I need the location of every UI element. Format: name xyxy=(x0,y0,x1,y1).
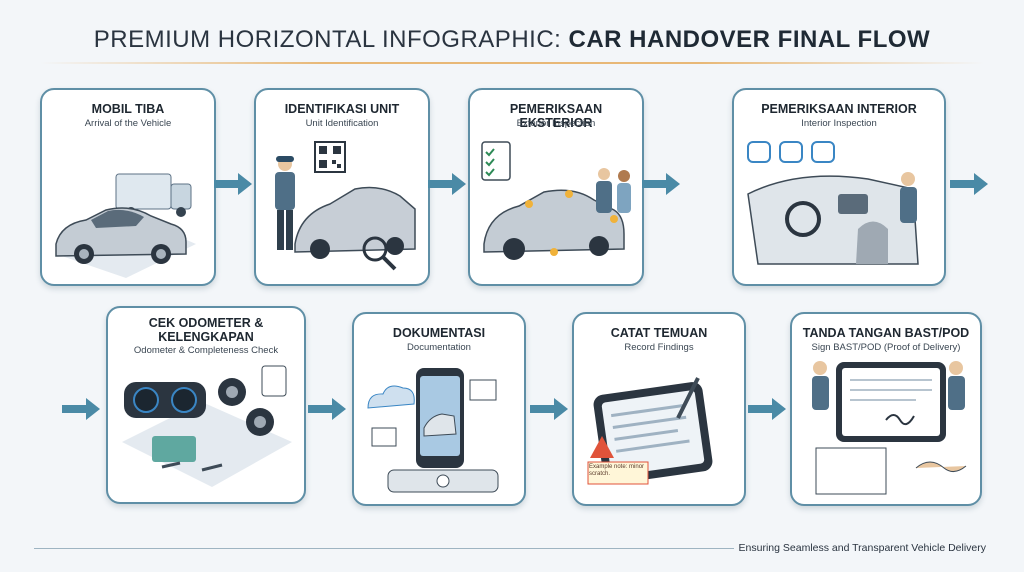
step-card-interior: PEMERIKSAAN INTERIOR Interior Inspection xyxy=(732,88,946,286)
interior-inspection-illustration xyxy=(747,141,919,265)
step-card-signature: TANDA TANGAN BAST/POD Sign BAST/POD (Pro… xyxy=(790,312,982,506)
step-title: MOBIL TIBA xyxy=(91,102,165,116)
exterior-inspection-illustration xyxy=(481,141,631,260)
step-subtitle: Exterior Inspection xyxy=(516,118,596,129)
step-subtitle: Sign BAST/POD (Proof of Delivery) xyxy=(811,342,961,353)
record-findings-illustration xyxy=(587,377,713,485)
step-card-arrival: MOBIL TIBA Arrival of the Vehicle xyxy=(40,88,216,286)
step-title: PEMERIKSAAN INTERIOR xyxy=(761,102,917,116)
bast-signature-illustration xyxy=(812,361,967,495)
step-subtitle: Interior Inspection xyxy=(801,118,877,129)
flow-arrow-icon xyxy=(748,398,786,420)
step-title: PEMERIKSAAN EKSTERIOR xyxy=(509,102,603,130)
step-card-odometer: CEK ODOMETER & KELENGKAPAN Odometer & Co… xyxy=(106,306,306,504)
flow-arrow-icon xyxy=(308,398,346,420)
footer-tagline: Ensuring Seamless and Transparent Vehicl… xyxy=(738,542,986,554)
step-subtitle: Unit Identification xyxy=(305,118,379,129)
step-subtitle: Arrival of the Vehicle xyxy=(84,118,172,129)
flow-arrow-icon xyxy=(428,173,466,195)
flow-arrow-icon xyxy=(62,398,100,420)
flow-arrow-icon xyxy=(530,398,568,420)
step-title: CEK ODOMETER & KELENGKAPAN xyxy=(148,316,264,344)
step-card-exterior: PEMERIKSAAN EKSTERIOR Exterior Inspectio… xyxy=(468,88,644,286)
flow-arrow-icon xyxy=(214,173,252,195)
step-title: TANDA TANGAN BAST/POD xyxy=(802,326,970,340)
car-arrival-illustration xyxy=(55,173,196,278)
step-card-identification: IDENTIFIKASI UNIT Unit Identification xyxy=(254,88,430,286)
step-title: IDENTIFIKASI UNIT xyxy=(284,102,400,116)
step-title: CATAT TEMUAN xyxy=(610,326,708,340)
step-card-documentation: DOKUMENTASI Documentation xyxy=(352,312,526,506)
findings-note: Example note: minor scratch. xyxy=(589,464,645,477)
title-bold: CAR HANDOVER FINAL FLOW xyxy=(568,26,931,53)
title-divider xyxy=(40,62,984,64)
unit-identification-illustration xyxy=(275,141,416,271)
flow-arrow-icon xyxy=(642,173,680,195)
step-card-findings: CATAT TEMUAN Record Findings Example not… xyxy=(572,312,746,506)
footer-divider xyxy=(34,548,734,549)
documentation-illustration xyxy=(367,368,499,493)
step-subtitle: Documentation xyxy=(407,342,471,353)
flow-arrow-icon xyxy=(950,173,988,195)
odometer-check-illustration xyxy=(122,365,292,487)
step-subtitle: Odometer & Completeness Check xyxy=(133,345,279,356)
step-subtitle: Record Findings xyxy=(624,342,694,353)
title-light: PREMIUM HORIZONTAL INFOGRAPHIC: xyxy=(93,26,562,53)
step-title: DOKUMENTASI xyxy=(392,326,486,340)
page-title: PREMIUM HORIZONTAL INFOGRAPHIC: CAR HAND… xyxy=(0,26,1024,54)
